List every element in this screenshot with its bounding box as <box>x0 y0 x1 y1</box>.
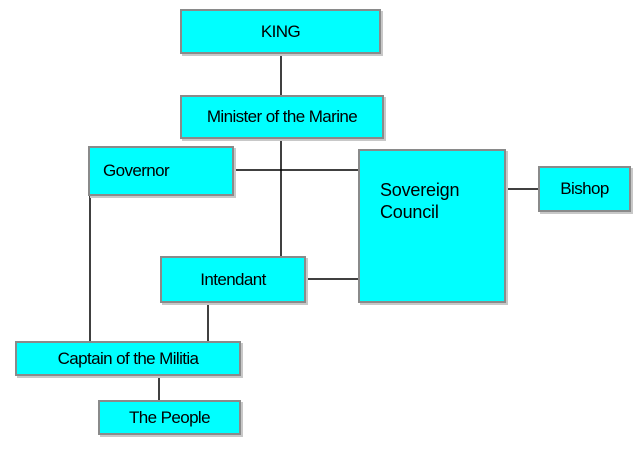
node-bishop: Bishop <box>538 166 631 212</box>
node-council-label-line1: Sovereign <box>380 180 460 200</box>
node-captain-label: Captain of the Militia <box>57 348 199 368</box>
node-minister-label: Minister of the Marine <box>206 107 358 126</box>
node-king-label: KING <box>260 21 301 41</box>
node-minister-of-the-marine: Minister of the Marine <box>180 95 384 139</box>
node-people-label: The People <box>129 407 211 427</box>
node-governor-label: Governor <box>103 161 170 180</box>
node-captain-of-the-militia: Captain of the Militia <box>15 341 241 376</box>
node-council-label-line2: Council <box>380 202 439 222</box>
node-bishop-label: Bishop <box>560 179 609 198</box>
node-governor: Governor <box>88 146 234 196</box>
node-intendant: Intendant <box>160 256 306 303</box>
node-the-people: The People <box>98 400 241 435</box>
node-sovereign-council: Sovereign Council <box>358 149 506 303</box>
node-king: KING <box>180 9 381 54</box>
node-intendant-label: Intendant <box>200 269 266 289</box>
